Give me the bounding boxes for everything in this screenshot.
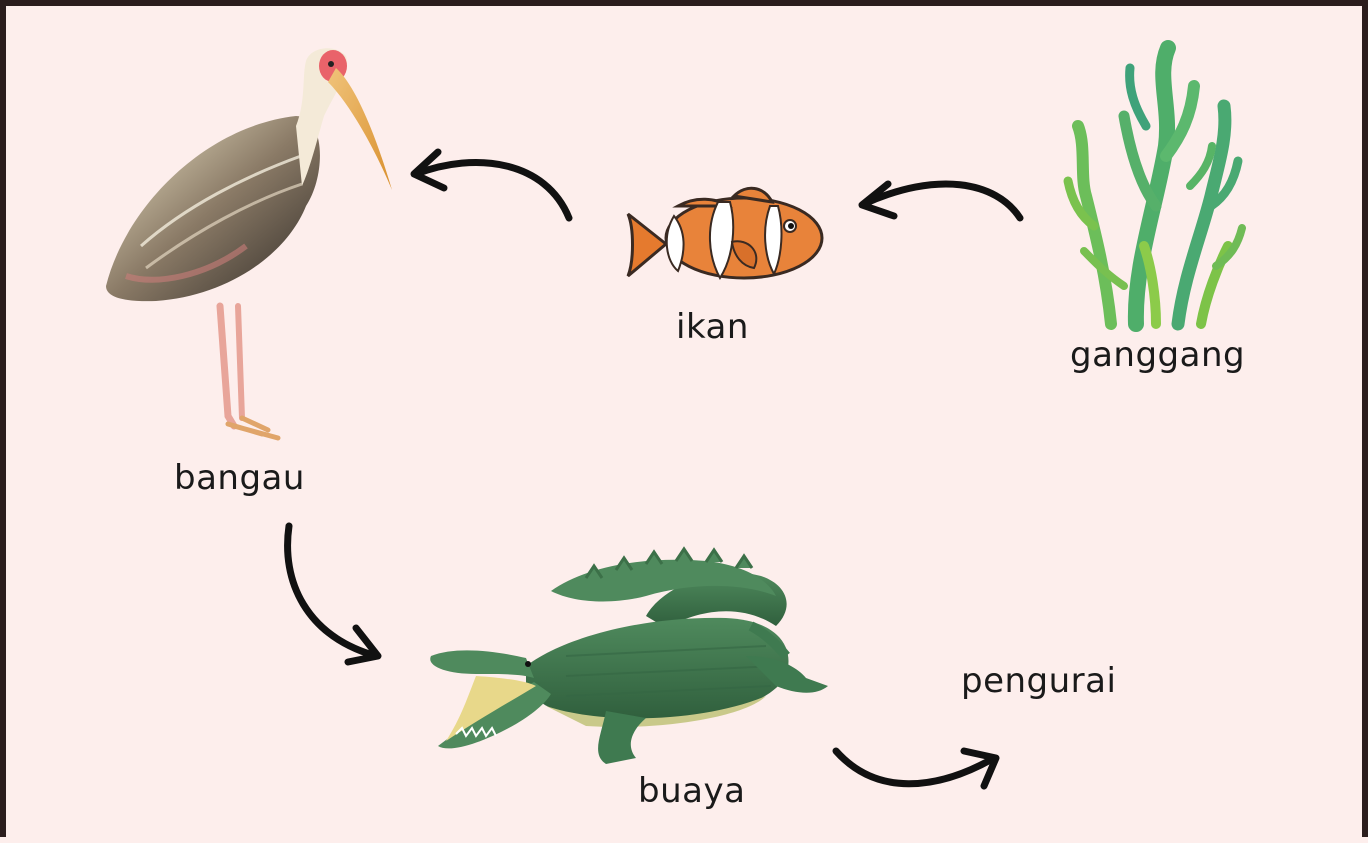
label-algae: ganggang — [1070, 338, 1245, 372]
label-fish: ikan — [676, 310, 749, 344]
arrow-crocodile-to-decomposer — [836, 751, 996, 786]
crocodile-icon — [430, 549, 828, 764]
arrow-fish-to-stork — [414, 152, 569, 218]
clownfish-icon — [628, 188, 822, 278]
algae-icon — [1068, 48, 1242, 324]
label-stork: bangau — [174, 461, 305, 495]
stork-icon — [106, 48, 392, 438]
illustration-layer — [6, 6, 1368, 843]
label-crocodile: buaya — [638, 774, 745, 808]
arrow-algae-to-fish — [862, 184, 1020, 218]
label-decomposer: pengurai — [961, 664, 1116, 698]
arrow-stork-to-crocodile — [288, 526, 378, 662]
